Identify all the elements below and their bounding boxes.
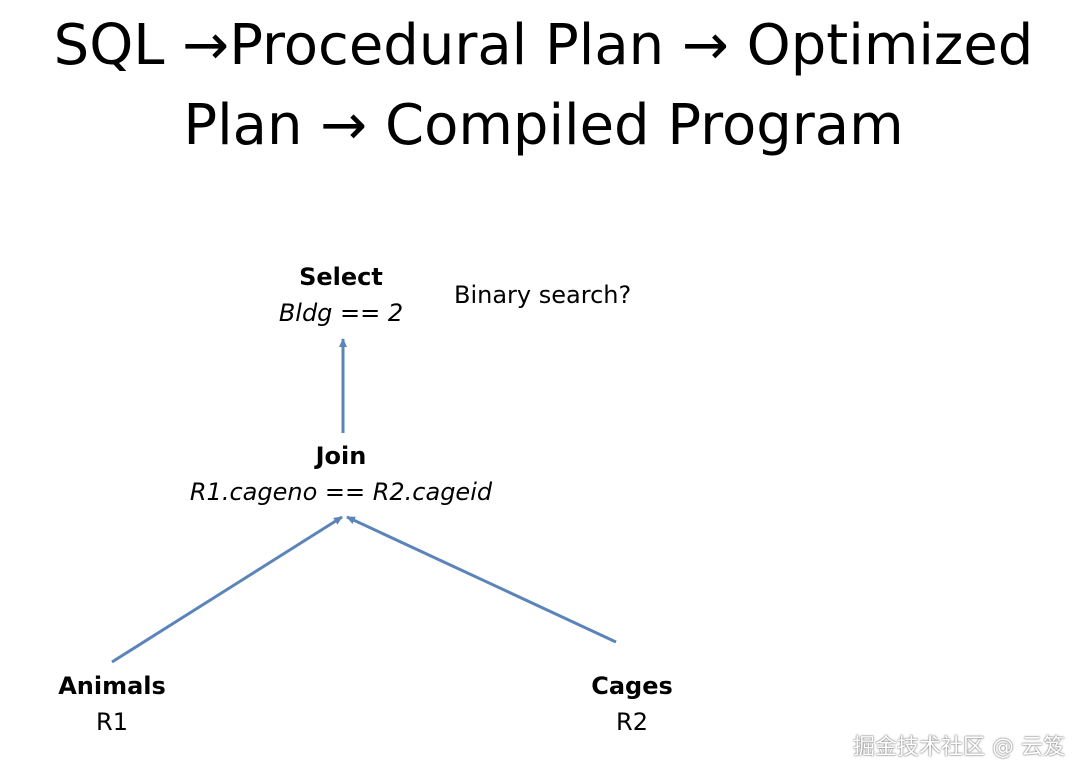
- node-join-predicate: R1.cageno == R2.cageid: [189, 478, 493, 506]
- watermark: 掘金技术社区 @ 云笈: [853, 735, 1065, 760]
- node-join: Join R1.cageno == R2.cageid: [171, 438, 511, 510]
- edge-cages-to-join: [346, 515, 617, 644]
- node-animals-name: Animals: [58, 672, 166, 700]
- node-join-name: Join: [315, 442, 367, 470]
- node-animals-alias: R1: [96, 708, 128, 736]
- node-animals: Animals R1: [32, 668, 192, 740]
- node-select-predicate: Bldg == 2: [278, 299, 404, 327]
- slide-title: SQL →Procedural Plan → Optimized Plan → …: [0, 6, 1087, 166]
- edge-animals-to-join: [111, 515, 343, 664]
- title-line-2: Plan → Compiled Program: [183, 93, 904, 158]
- binary-search-note: Binary search?: [454, 281, 632, 309]
- node-select: Select Bldg == 2: [241, 259, 441, 331]
- node-cages-name: Cages: [591, 672, 673, 700]
- node-cages: Cages R2: [552, 668, 712, 740]
- node-cages-alias: R2: [616, 708, 648, 736]
- title-line-1: SQL →Procedural Plan → Optimized: [53, 13, 1034, 78]
- node-select-name: Select: [299, 263, 383, 291]
